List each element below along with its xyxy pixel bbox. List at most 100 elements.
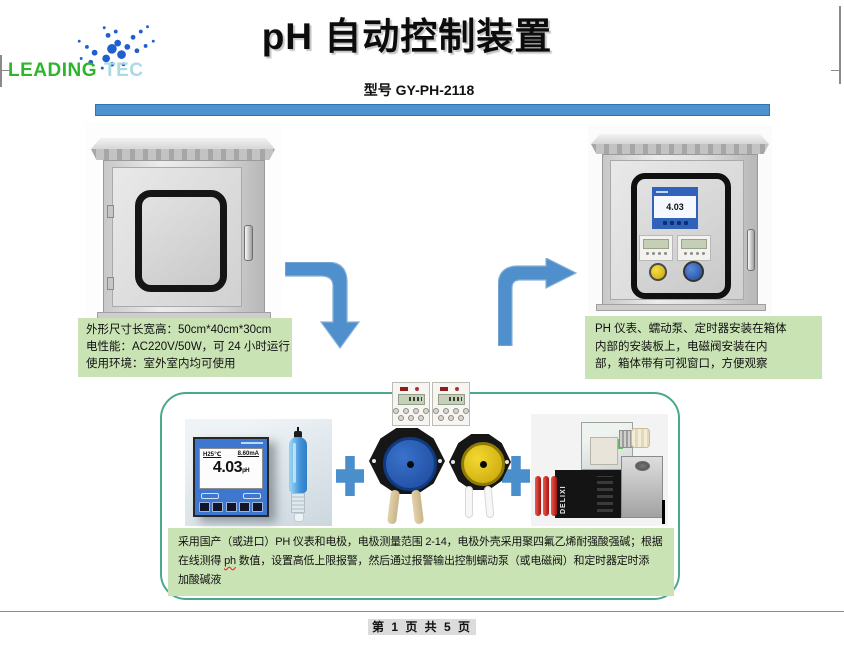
pump-mount-hole bbox=[505, 460, 509, 464]
controller-screen: 4.03 bbox=[654, 196, 696, 218]
timer-module bbox=[677, 235, 711, 261]
controller-indicator bbox=[201, 493, 219, 499]
pump-mount-hole bbox=[451, 460, 455, 464]
timer-relays-photo bbox=[392, 382, 470, 426]
spec-line: 电性能：AC220V/50W，可 24 小时运行 bbox=[86, 341, 290, 353]
electrode-body bbox=[289, 437, 307, 493]
pumps-photo bbox=[369, 426, 515, 526]
pump-tube bbox=[386, 489, 401, 525]
page-footer: 第 1 页 共 5 页 bbox=[0, 618, 844, 635]
pump-tube bbox=[410, 489, 425, 525]
logo: LEADING TEC bbox=[6, 20, 181, 86]
cabinet-roof-vents bbox=[591, 144, 769, 154]
page-margin-mark bbox=[839, 6, 841, 84]
open-cabinet-photo: 4.03 bbox=[588, 126, 772, 314]
pump-tube bbox=[465, 486, 473, 518]
page-margin-mark bbox=[0, 55, 2, 87]
timer-module bbox=[432, 382, 470, 426]
cabinet-door: 4.03 bbox=[610, 160, 744, 300]
spec-line: 部，箱体带有可视窗口，方便观察 bbox=[595, 358, 768, 370]
peristaltic-pump-yellow bbox=[449, 434, 511, 522]
footer-divider bbox=[0, 611, 844, 612]
current-reading: 8.60mA bbox=[237, 451, 259, 457]
electrode-tip bbox=[294, 513, 304, 522]
timer-buttons bbox=[433, 415, 469, 421]
solenoid-valve-photo: DELIXI bbox=[531, 414, 668, 526]
valve-port bbox=[635, 461, 650, 471]
ph-meter-photo: H25℃ 8.60mA 4.03pH bbox=[185, 419, 332, 526]
pump-head bbox=[461, 442, 505, 486]
yellow-knob bbox=[649, 263, 667, 281]
timer-buttons bbox=[393, 415, 429, 421]
controller-indicator bbox=[243, 493, 261, 499]
timer-power-led bbox=[440, 387, 448, 391]
logo-tec-text: TEC bbox=[104, 60, 144, 81]
electrode-glass bbox=[291, 493, 305, 513]
cabinet-hinge bbox=[107, 205, 114, 218]
cabinet-handle bbox=[244, 225, 253, 261]
page-margin-mark bbox=[831, 70, 840, 71]
pump-mount-hole bbox=[372, 459, 376, 463]
divider-bar bbox=[95, 104, 770, 116]
timer-buttons bbox=[678, 252, 710, 255]
peristaltic-pump-blue bbox=[369, 428, 445, 525]
spec-line: 外形尺寸长宽高：50cm*40cm*30cm bbox=[86, 324, 272, 336]
valve-cap bbox=[631, 428, 650, 448]
ph-controller-device: H25℃ 8.60mA 4.03pH bbox=[193, 437, 269, 517]
cabinet-roof bbox=[91, 138, 275, 149]
temp-reading: H25℃ bbox=[203, 452, 222, 458]
timer-module bbox=[639, 235, 673, 261]
spellcheck-underline: ph bbox=[224, 555, 236, 567]
description-box: 采用国产（或进口）PH 仪表和电极，电极测量范围 2-14，电极外壳采用聚四氟乙… bbox=[168, 528, 674, 596]
text-cursor bbox=[662, 500, 665, 524]
timer-module bbox=[392, 382, 430, 426]
timer-buttons bbox=[393, 408, 429, 414]
valve-coil-body: DELIXI bbox=[555, 470, 621, 518]
ph-unit: pH bbox=[242, 468, 250, 474]
timer-lcd bbox=[398, 394, 425, 405]
pump-mount-hole bbox=[438, 459, 442, 463]
cabinet-window: 4.03 bbox=[631, 173, 731, 299]
page-margin-mark bbox=[0, 70, 9, 71]
timer-buttons bbox=[640, 252, 672, 255]
description-line: 在线测得 ph 数值，设置高低上限报警，然后通过报警输出控制蠕动泵（或电磁阀）和… bbox=[178, 555, 650, 567]
valve-brand-label: DELIXI bbox=[560, 485, 567, 514]
timer-indicator bbox=[455, 387, 459, 391]
controller-header bbox=[654, 189, 696, 196]
flow-arrow-right-icon bbox=[498, 258, 578, 346]
cabinet-window bbox=[135, 190, 227, 292]
timer-indicator bbox=[415, 387, 419, 391]
controller-screen: H25℃ 8.60mA 4.03pH bbox=[199, 448, 263, 489]
controller-header bbox=[195, 439, 267, 448]
cabinet-body bbox=[103, 160, 265, 314]
logo-starburst-icon bbox=[77, 25, 155, 70]
controller-buttons bbox=[199, 502, 263, 512]
logo-leading-text: LEADING bbox=[8, 60, 97, 81]
cabinet-door bbox=[112, 167, 242, 307]
closed-cabinet-photo bbox=[85, 122, 281, 322]
timer-buttons bbox=[433, 408, 469, 414]
spec-box-left: 外形尺寸长宽高：50cm*40cm*30cm 电性能：AC220V/50W，可 … bbox=[78, 318, 292, 377]
spec-box-right: PH 仪表、蠕动泵、定时器安装在箱体 内部的安装板上，电磁阀安装在内 部，箱体带… bbox=[585, 316, 822, 379]
ph-value: 4.03 bbox=[212, 459, 243, 476]
cabinet-hinge bbox=[107, 277, 114, 290]
timer-lcd bbox=[643, 239, 669, 249]
electrode-cap bbox=[294, 431, 302, 438]
pump-tube bbox=[483, 485, 495, 519]
cabinet-base bbox=[596, 304, 766, 311]
timer-lcd bbox=[681, 239, 707, 249]
ph-controller-display: 4.03 bbox=[652, 187, 698, 229]
model-number: 型号 GY-PH-2118 bbox=[363, 82, 475, 98]
cabinet-roof bbox=[591, 134, 769, 144]
spec-line: 内部的安装板上，电磁阀安装在内 bbox=[595, 340, 768, 353]
pump-head bbox=[383, 437, 437, 491]
timer-lcd bbox=[438, 394, 465, 405]
page-title: pH 自动控制装置 bbox=[261, 16, 553, 57]
controller-controls bbox=[199, 493, 263, 513]
spec-line: PH 仪表、蠕动泵、定时器安装在箱体 bbox=[595, 323, 787, 335]
electrode-cable bbox=[297, 427, 299, 433]
description-line: 加酸碱液 bbox=[178, 574, 222, 586]
ph-electrode bbox=[289, 427, 307, 522]
valve-metal-block bbox=[621, 456, 663, 518]
